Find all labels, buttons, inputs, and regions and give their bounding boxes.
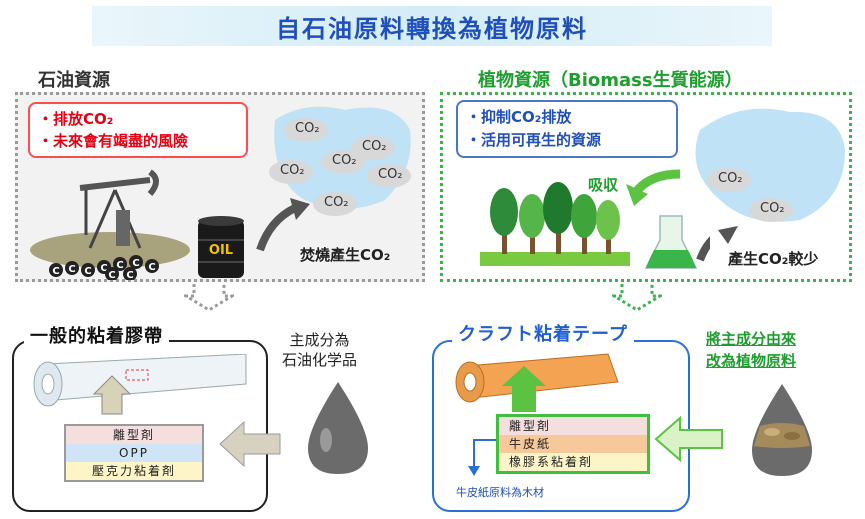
kraft-note-bracket [468,439,496,476]
c-atom: C [84,266,91,277]
layer-release-agent: 離型剤 [499,417,647,435]
kraft-tape-title: クラフト粘着テープ [452,320,634,346]
pumpjack-icon [79,169,159,249]
conventional-layer-stack: 離型剤 OPP 壓克力粘着剤 [64,424,204,482]
left-arrow-icon [219,420,281,468]
c-atom: C [126,270,133,280]
page-title: 自石油原料轉換為植物原料 [276,14,588,43]
co2-cloud-icon [313,192,357,216]
biomass-bullet-1: ・抑制CO₂排放 [466,108,572,126]
forest-illustration [480,169,710,269]
co2-cloud-icon [749,198,793,222]
co2-cloud-icon [284,118,328,142]
petroleum-source-label: 主成分為 石油化学品 [282,330,357,370]
co2-cloud-label: CO₂ [760,201,785,216]
burn-arrow-icon [256,204,297,252]
co2-cloud-icon [367,164,411,188]
co2-cloud-icon [707,168,751,192]
grass [480,252,630,266]
left-section-label: 石油資源 [38,70,110,91]
burn-co2-label: 焚燒產生CO₂ [300,246,391,264]
c-atom: C [52,266,59,277]
kraft-note: 牛皮紙原料為木材 [456,486,544,499]
absorb-label: 吸収 [588,176,619,194]
co2-sky-right [695,108,845,222]
petroleum-bullet-2: ・未來會有竭盡的風險 [38,132,189,150]
c-atom: C [100,263,107,274]
oil-drop-icon [308,382,368,474]
c-atom: C [148,262,155,273]
kraft-roll-icon [455,353,619,412]
title-banner: 自石油原料轉換為植物原料 [92,6,772,46]
oil-barrel-icon: OIL [198,216,244,278]
conventional-tape-title: 一般的粘着膠帶 [24,322,169,348]
kraft-layer-stack: 離型剤 牛皮紙 橡膠系粘着剤 [496,414,650,474]
petroleum-source-line-2: 石油化学品 [282,351,358,369]
down-arrow-right [612,284,662,312]
flask-icon [644,215,698,269]
plant-drop-icon [752,384,812,476]
layer-release-agent: 離型剤 [66,426,202,444]
absorb-arrow-icon [632,169,681,195]
c-atom: C [116,260,123,271]
co2-cloud-label: CO₂ [324,195,349,210]
co2-cloud-icon [269,160,313,184]
co2-cloud-label: CO₂ [280,163,305,178]
petroleum-source-line-1: 主成分為 [289,331,350,349]
layer-acrylic-adhesive: 壓克力粘着剤 [66,462,202,480]
layer-rubber-adhesive: 橡膠系粘着剤 [499,453,647,471]
co2-cloud-label: CO₂ [295,121,320,136]
emit-arrow-icon [696,236,710,262]
plant-source-line-1: 將主成分由來 [706,330,797,348]
biomass-bullet-2: ・活用可再生的資源 [466,131,602,149]
petroleum-illustration: C C C C C C C C C OIL [30,169,310,280]
c-atom: C [108,270,115,280]
co2-cloud-label: CO₂ [378,167,403,182]
co2-cloud-label: CO₂ [718,171,743,186]
down-arrow-left [184,284,234,312]
tape-roll-film-icon [33,354,247,415]
layer-kraft-paper: 牛皮紙 [499,435,647,453]
co2-cloud-icon [321,150,365,174]
co2-cloud-label: CO₂ [332,153,357,168]
petroleum-issues-callout: ・排放CO₂ ・未來會有竭盡的風險 [28,102,248,158]
ground-mound [30,232,190,268]
petroleum-bullet-1: ・排放CO₂ [38,110,114,128]
emit-arrowhead-icon [718,226,738,244]
biomass-benefits-callout: ・抑制CO₂排放 ・活用可再生的資源 [456,100,678,158]
trees-icon [490,182,620,254]
co2-cloud-label: CO₂ [362,139,387,154]
green-left-arrow-icon [654,416,723,462]
plant-source-line-2: 改為植物原料 [706,352,797,370]
emit-co2-label: 產生CO₂較少 [728,250,819,268]
co2-cloud-icon [351,136,395,160]
oil-label: OIL [209,243,233,258]
right-section-label: 植物資源（Biomass生質能源） [478,70,743,91]
carbon-atoms: C C C C C C C C C [49,255,159,280]
layer-opp: OPP [66,444,202,462]
c-atom: C [132,258,139,269]
c-atom: C [68,264,75,275]
plant-source-label: 將主成分由來 改為植物原料 [706,328,796,372]
